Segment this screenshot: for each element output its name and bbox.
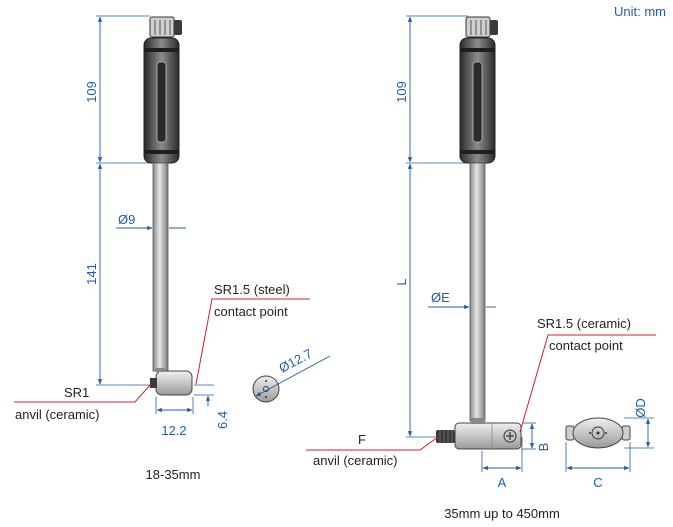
left-range-caption: 18-35mm bbox=[146, 467, 201, 482]
right-anvil bbox=[436, 430, 455, 443]
left-end-view bbox=[252, 375, 280, 403]
left-gauge: 109 141 Ø9 12.2 6.4 SR bbox=[14, 15, 331, 482]
right-dim-b-text: B bbox=[536, 443, 551, 452]
right-dim-c-text: C bbox=[593, 475, 602, 490]
right-anvil-desc: anvil (ceramic) bbox=[313, 453, 398, 468]
left-contact-label: SR1.5 (steel) bbox=[214, 282, 290, 297]
unit-label: Unit: mm bbox=[614, 4, 666, 19]
left-anvil-label: SR1 bbox=[64, 385, 89, 400]
left-dim-dia-text: Ø9 bbox=[118, 212, 135, 227]
right-anvil-leader bbox=[306, 436, 439, 451]
left-rod bbox=[152, 162, 169, 372]
right-anvil-label: F bbox=[358, 432, 366, 447]
right-dim-a-text: A bbox=[498, 475, 507, 490]
left-contact-leader bbox=[195, 298, 310, 385]
left-anvil-leader bbox=[14, 383, 152, 403]
left-contact-desc: contact point bbox=[214, 304, 288, 319]
right-dim-d-text: ØD bbox=[633, 398, 648, 418]
left-anvil-desc: anvil (ceramic) bbox=[15, 407, 100, 422]
left-side-knob bbox=[174, 20, 182, 35]
left-anvil bbox=[150, 378, 157, 388]
right-side-knob bbox=[490, 20, 498, 35]
left-dim-grip-text: 109 bbox=[84, 81, 99, 103]
left-head bbox=[155, 370, 193, 396]
right-contact-leader bbox=[519, 334, 656, 433]
right-range-caption: 35mm up to 450mm bbox=[444, 506, 560, 521]
right-contact-label: SR1.5 (ceramic) bbox=[537, 316, 631, 331]
left-dim-width-text: 12.2 bbox=[161, 423, 186, 438]
right-dim-dia-text: ØE bbox=[431, 290, 450, 305]
right-contact-desc: contact point bbox=[549, 338, 623, 353]
right-gauge: 109 L ØE A bbox=[306, 15, 656, 521]
left-dim-end-line bbox=[255, 355, 331, 397]
right-dim-rod-text: L bbox=[394, 278, 409, 285]
left-dim-height-text: 6.4 bbox=[215, 411, 230, 429]
right-dim-grip-text: 109 bbox=[394, 81, 409, 103]
right-rod bbox=[469, 162, 486, 422]
left-dim-end-text: Ø12.7 bbox=[276, 346, 314, 376]
left-dim-rod-text: 141 bbox=[84, 263, 99, 285]
right-grip-window bbox=[472, 61, 483, 143]
right-end-view bbox=[565, 417, 631, 449]
left-grip-window bbox=[156, 61, 167, 143]
